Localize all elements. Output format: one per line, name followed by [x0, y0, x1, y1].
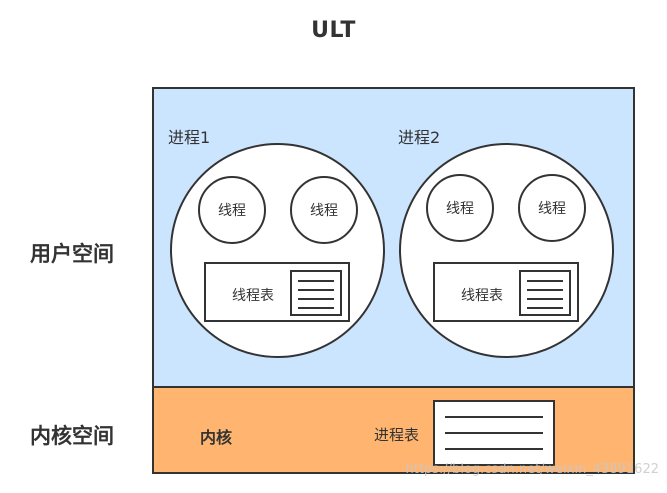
process-1-circle	[170, 143, 385, 358]
process-2-thread-1: 线程	[426, 174, 494, 242]
process-table-label: 进程表	[374, 426, 420, 444]
table-icon	[519, 270, 571, 316]
thread-label: 线程	[218, 203, 246, 219]
table-icon	[290, 270, 342, 316]
thread-table-label: 线程表	[232, 288, 274, 304]
kernel-label: 内核	[200, 428, 233, 447]
diagram-title: ULT	[311, 18, 356, 43]
process-1-thread-table: 线程表	[204, 262, 350, 322]
process-2-label: 进程2	[398, 128, 441, 147]
process-table-box	[433, 400, 555, 466]
thread-label: 线程	[310, 203, 338, 219]
thread-label: 线程	[446, 201, 474, 217]
process-1-thread-2: 线程	[290, 176, 358, 244]
process-1-thread-1: 线程	[198, 176, 266, 244]
user-space-label: 用户空间	[30, 242, 114, 266]
process-1-label: 进程1	[168, 128, 211, 147]
process-2-thread-2: 线程	[518, 174, 586, 242]
watermark-text: https://blog.csdn.net/weixin_43891622	[405, 462, 659, 477]
process-2-circle	[399, 143, 614, 358]
thread-label: 线程	[538, 201, 566, 217]
process-2-thread-table: 线程表	[433, 262, 579, 322]
kernel-space-label: 内核空间	[30, 424, 114, 448]
thread-table-label: 线程表	[461, 288, 503, 304]
